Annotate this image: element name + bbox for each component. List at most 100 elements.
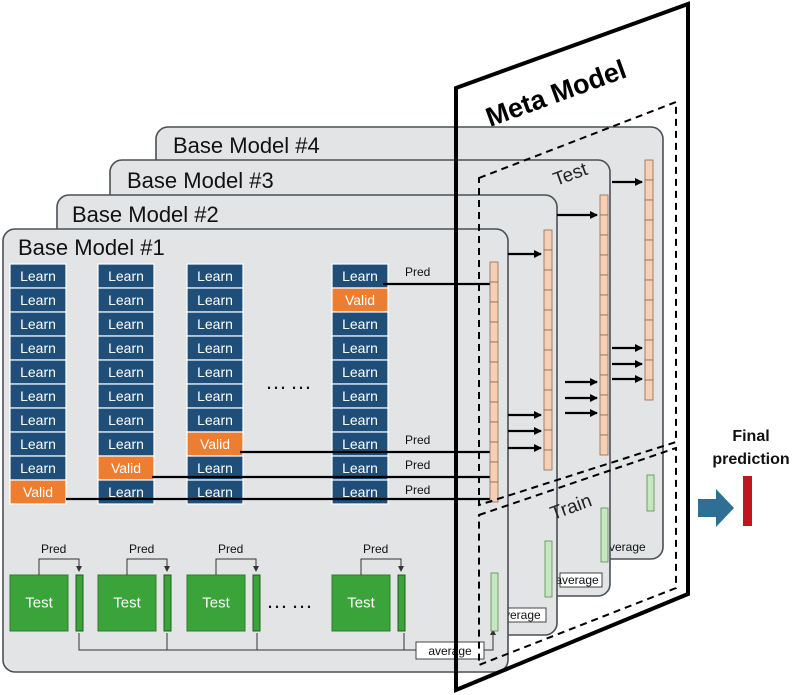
fold-cell-label: Learn: [20, 316, 56, 332]
learn-cell: Learn: [97, 263, 155, 289]
meta-train-cell: [646, 474, 655, 512]
learn-cell: Learn: [9, 431, 67, 457]
meta-test-cell: [599, 354, 609, 376]
meta-test-cell: [489, 401, 499, 423]
test-pred-bar: [163, 574, 172, 632]
fold-ellipsis: ……: [265, 369, 315, 394]
learn-cell: Learn: [97, 479, 155, 505]
learn-cell: Learn: [9, 455, 67, 481]
meta-test-cell: [644, 359, 654, 381]
meta-test-cell: [599, 194, 609, 216]
fold-cell-label: Valid: [23, 484, 53, 500]
test-box-label: Test: [25, 595, 53, 612]
fold-cell-label: Learn: [342, 268, 378, 284]
meta-test-cell: [599, 434, 609, 456]
fold-cell-label: Learn: [197, 388, 233, 404]
fold-cell-label: Learn: [108, 412, 144, 428]
test-pred-arrow: [360, 558, 404, 575]
meta-test-cell: [489, 321, 499, 343]
learn-cell: Learn: [9, 311, 67, 337]
panel-2-title: Base Model #2: [72, 202, 219, 227]
fold-cell-rect: [9, 287, 67, 313]
fold-cell-label: Learn: [20, 364, 56, 380]
fold-cell-rect: [186, 287, 244, 313]
fold-cell-rect: [97, 455, 155, 481]
fold-cell-label: Learn: [108, 316, 144, 332]
meta-test-cell: [489, 361, 499, 383]
meta-test-cell: [489, 461, 499, 483]
meta-test-cell: [543, 229, 553, 251]
test-pred-label: Pred: [363, 542, 388, 556]
average-label-4: average: [602, 540, 646, 554]
learn-cell: Learn: [97, 287, 155, 313]
meta-test-cell: [543, 329, 553, 351]
test-pred-arrow: [126, 558, 170, 575]
meta-test-cell: [644, 299, 654, 321]
meta-test-cell: [489, 261, 499, 283]
meta-column-2: [543, 229, 553, 598]
fold-cell-label: Learn: [20, 292, 56, 308]
fold-cell-label: Learn: [197, 292, 233, 308]
meta-train-cell: [600, 507, 609, 563]
fold-cell-label: Valid: [200, 436, 230, 452]
meta-test-cell: [489, 441, 499, 463]
meta-test-cell: [599, 314, 609, 336]
meta-column-4: [644, 159, 655, 512]
meta-test-cell: [599, 294, 609, 316]
fold-cell-label: Learn: [20, 268, 56, 284]
meta-model-outline: [454, 1, 690, 693]
learn-cell: Learn: [9, 263, 67, 289]
meta-test-cell: [599, 414, 609, 436]
meta-test-cell: [543, 449, 553, 471]
cross-validation-fold-grid: LearnLearnLearnLearnLearnLearnLearnLearn…: [9, 263, 389, 505]
fold-cell-label: Learn: [342, 364, 378, 380]
fold-cell-rect: [331, 359, 389, 385]
learn-cell: Learn: [331, 407, 389, 433]
average-label-1: average: [428, 644, 472, 658]
fold-cell-label: Learn: [108, 340, 144, 356]
test-box: [186, 574, 246, 632]
learn-cell: Learn: [331, 359, 389, 385]
learn-cell: Learn: [97, 359, 155, 385]
fold-cell-label: Learn: [197, 268, 233, 284]
meta-test-cell: [644, 319, 654, 341]
fold-cell-label: Learn: [342, 460, 378, 476]
fold-cell-rect: [186, 383, 244, 409]
meta-test-cell: [644, 159, 654, 181]
meta-test-cell: [543, 349, 553, 371]
valid-cell: Valid: [9, 479, 67, 505]
learn-cell: Learn: [97, 335, 155, 361]
fold-cell-rect: [9, 263, 67, 289]
test-pred-bar: [75, 574, 84, 632]
test-box: [331, 574, 391, 632]
learn-cell: Learn: [331, 335, 389, 361]
meta-test-cell: [644, 199, 654, 221]
learn-cell: Learn: [97, 431, 155, 457]
test-pred-arrow: [215, 558, 259, 575]
meta-test-cell: [644, 179, 654, 201]
valid-cell: Valid: [186, 431, 244, 457]
learn-cell: Learn: [186, 287, 244, 313]
meta-test-cell: [543, 309, 553, 331]
learn-cell: Learn: [186, 479, 244, 505]
pred-label-col2: Pred: [405, 458, 430, 472]
learn-cell: Learn: [331, 263, 389, 289]
meta-test-region: [478, 100, 677, 507]
meta-test-cell: [599, 374, 609, 396]
fold-cell-label: Learn: [108, 292, 144, 308]
meta-test-cell: [543, 249, 553, 271]
test-ellipsis: ……: [266, 588, 316, 613]
meta-test-cell: [644, 279, 654, 301]
meta-test-cell: [644, 259, 654, 281]
final-prediction-line1: Final: [732, 428, 769, 445]
fold-cell-label: Learn: [197, 412, 233, 428]
meta-test-cell: [599, 254, 609, 276]
average-arrow-1: [484, 629, 496, 651]
fold-cell-rect: [97, 383, 155, 409]
learn-cell: Learn: [186, 359, 244, 385]
average-collector-line: [78, 633, 416, 651]
meta-train-cell: [490, 572, 499, 632]
learn-cell: Learn: [186, 383, 244, 409]
